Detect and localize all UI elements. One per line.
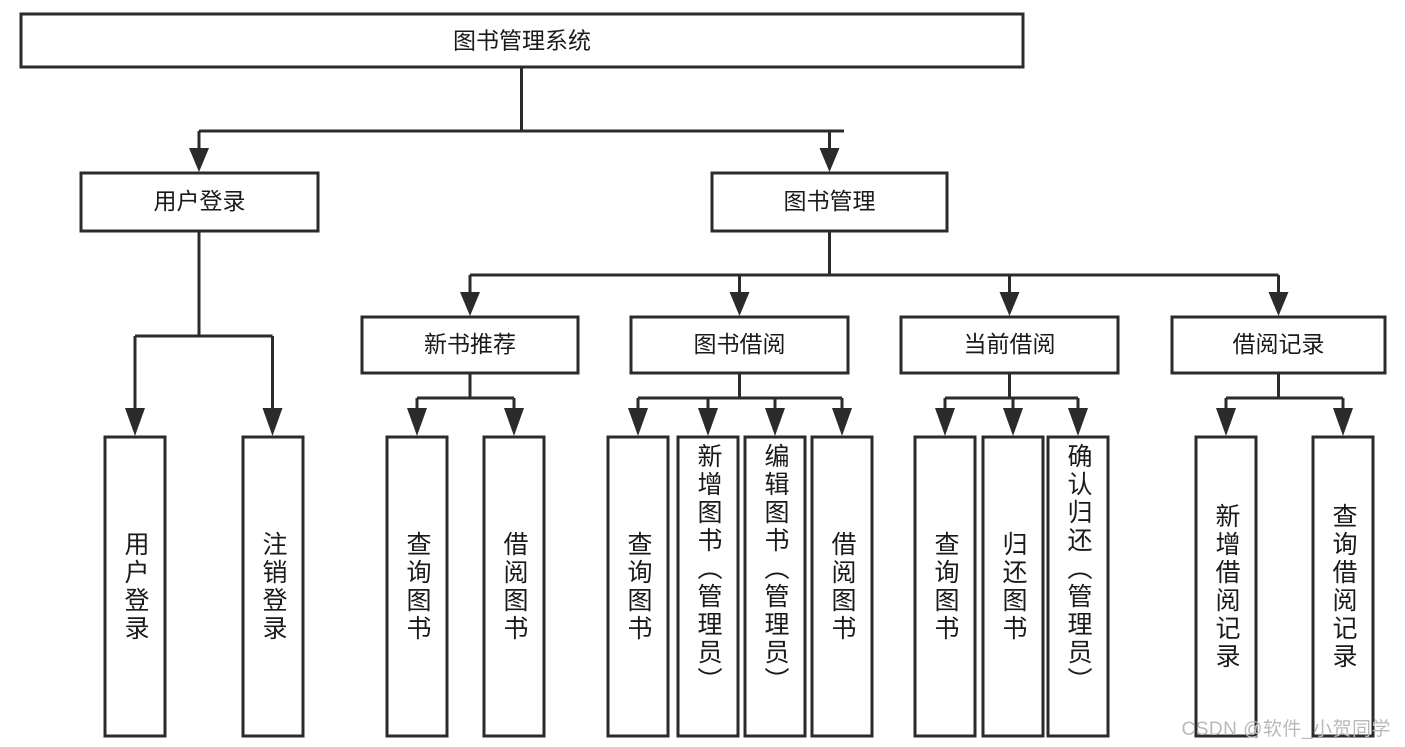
leaf-borrow-book-2-box[interactable] [810,435,874,738]
arrow-head-borrow-record [1268,292,1289,316]
current-borrow-node-label: 当前借阅 [964,331,1056,357]
borrow-record-node-label: 借阅记录 [1233,331,1325,357]
leaf-user-login-box[interactable] [103,435,167,738]
arrow-head-leaf-query-record [1333,408,1353,436]
user-login-node-box[interactable] [79,171,320,233]
arrow-head-leaf-return-book [1003,408,1023,436]
leaf-query-book-1-box[interactable] [385,435,449,738]
book-borrow-node-label: 图书借阅 [694,331,786,357]
arrow-head-leaf-confirm-return [1068,408,1088,436]
book-management-node-label: 图书管理 [784,188,876,214]
leaf-edit-book-box[interactable] [743,435,807,738]
connector-group-borrow-record [1216,374,1353,436]
user-login-node-label: 用户登录 [154,188,246,214]
connector-group-user-login [125,232,283,436]
arrow-head-leaf-borrow-book-1 [504,408,524,436]
arrow-head-leaf-query-book-2 [628,408,648,436]
arrow-head-leaf-add-record [1216,408,1236,436]
current-borrow-node-box[interactable] [899,315,1120,375]
connector-group-current-borrow [935,374,1088,436]
leaf-confirm-return-box[interactable] [1046,435,1110,738]
borrow-record-node-box[interactable] [1170,315,1387,375]
book-borrow-node-box[interactable] [629,315,850,375]
book-management-node-box[interactable] [710,171,949,233]
arrow-head-current-borrow [999,292,1020,316]
connector-group-new-book-recommend [407,374,524,436]
leaf-return-book-box[interactable] [981,435,1045,738]
arrow-head-leaf-edit-book [765,408,785,436]
leaf-query-record-box[interactable] [1311,435,1375,738]
leaf-add-book-box[interactable] [676,435,740,738]
root-node-label: 图书管理系统 [453,28,591,54]
leaf-borrow-book-1-box[interactable] [482,435,546,738]
arrow-head-leaf-borrow-book-2 [832,408,852,436]
arrow-head-leaf-user-login [125,408,145,436]
arrow-head-leaf-logout-login [262,408,283,436]
arrow-head-book-management [819,148,840,172]
new-book-recommend-node-label: 新书推荐 [424,331,516,357]
leaf-logout-login-box[interactable] [241,435,305,738]
root-node-box[interactable] [19,12,1025,69]
node-book-management[interactable]: 图书管理 [710,171,949,233]
node-root[interactable]: 图书管理系统 [19,12,1025,69]
node-borrow-record[interactable]: 借阅记录 [1170,315,1387,375]
arrow-head-new-book-recommend [460,292,480,316]
arrow-head-user-login [189,148,209,172]
leaf-query-book-2-box[interactable] [606,435,670,738]
arrow-head-book-borrow [729,292,750,316]
connector-group-book-borrow [628,374,852,436]
arrow-head-leaf-query-book-1 [407,408,427,436]
leaf-query-book-3-box[interactable] [913,435,977,738]
arrow-head-leaf-add-book [698,408,718,436]
node-user-login[interactable]: 用户登录 [79,171,320,233]
watermark-text: CSDN @软件_小贺同学 [1181,719,1391,740]
leaf-add-record-box[interactable] [1194,435,1258,738]
node-book-borrow[interactable]: 图书借阅 [629,315,850,375]
node-current-borrow[interactable]: 当前借阅 [899,315,1120,375]
new-book-recommend-node-box[interactable] [360,315,580,375]
node-new-book-recommend[interactable]: 新书推荐 [360,315,580,375]
leaf-boxes-group [103,435,1375,738]
connector-group-book-management [460,232,1289,316]
connector-group-root [189,67,844,172]
arrow-head-leaf-query-book-3 [935,408,955,436]
